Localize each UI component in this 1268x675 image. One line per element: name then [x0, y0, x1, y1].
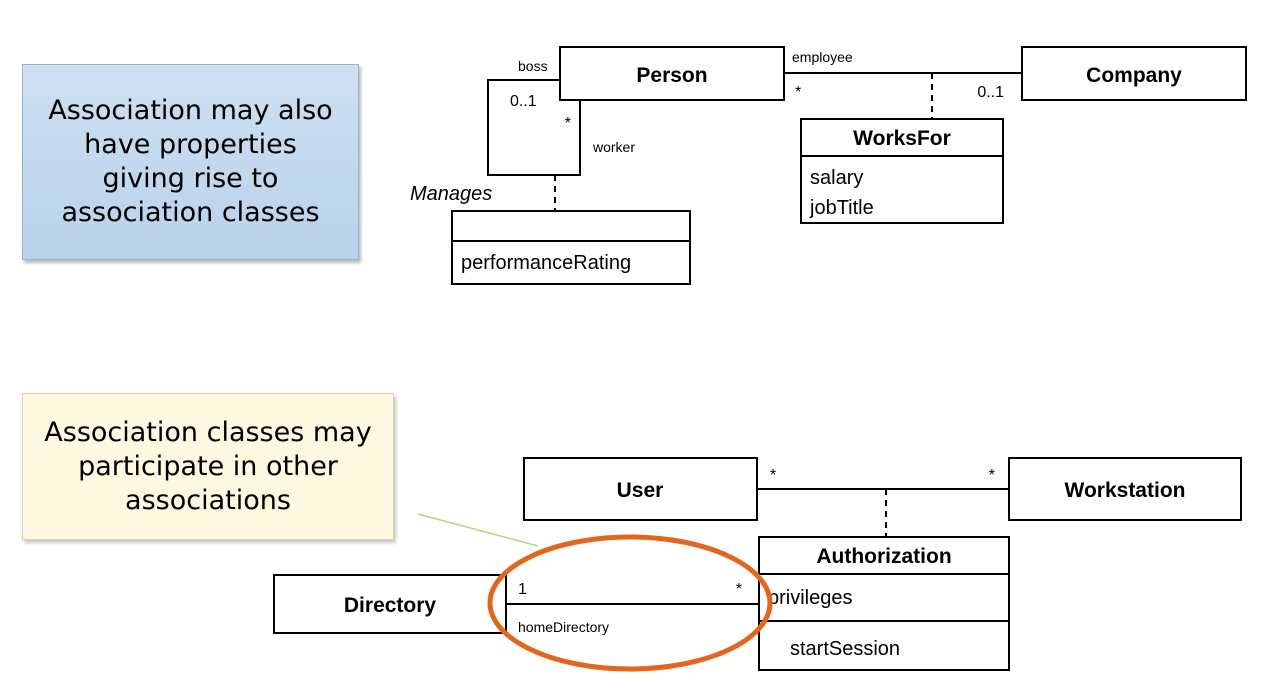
multiplicity-user: *: [770, 467, 776, 484]
class-box: [800, 118, 1004, 224]
class-name: Directory: [344, 594, 437, 617]
multiplicity-worker: *: [565, 115, 571, 132]
diagram-top: Person Company employee * 0..1 WorksFor …: [410, 46, 1247, 285]
class-person: Person: [559, 46, 785, 101]
multiplicity-workstation: *: [989, 467, 995, 484]
class-box: [559, 46, 785, 101]
multiplicity-employee: *: [795, 84, 801, 101]
reflexive-association-line: [487, 79, 581, 176]
role-boss: boss: [518, 58, 548, 74]
callout-line: giving rise to: [102, 163, 279, 194]
attribute: performanceRating: [461, 252, 631, 274]
class-box: [273, 574, 507, 634]
class-box: [1008, 457, 1242, 521]
class-name: User: [617, 479, 664, 502]
class-name: WorksFor: [853, 127, 951, 150]
class-box: [451, 210, 691, 285]
class-user: User: [523, 457, 758, 521]
callout-pointer-line: [417, 513, 539, 547]
highlight-ellipse: [487, 534, 773, 672]
role-worker: worker: [592, 139, 635, 155]
multiplicity-boss: 0..1: [510, 93, 537, 110]
class-name: Workstation: [1065, 479, 1186, 502]
association-name-manages: Manages: [410, 183, 492, 205]
attribute: jobTitle: [809, 197, 874, 219]
attribute: salary: [810, 167, 863, 189]
class-directory: Directory: [273, 574, 507, 634]
role-home-directory: homeDirectory: [518, 619, 609, 635]
class-workstation: Workstation: [1008, 457, 1242, 521]
class-box: [1021, 46, 1247, 101]
callout-line: associations: [125, 484, 291, 516]
class-box: [758, 536, 1010, 671]
callout-line: association classes: [61, 197, 320, 228]
class-name: Company: [1086, 64, 1182, 87]
class-authorization: Authorization privileges startSession: [758, 536, 1010, 671]
callout-line: participate in other: [78, 450, 338, 482]
callout-association-participation: Association classes may participate in o…: [22, 393, 394, 540]
class-box: [523, 457, 758, 521]
callout-line: Association may also: [48, 95, 333, 126]
diagram-bottom: User Workstation * * Authorization privi…: [273, 457, 1242, 672]
callout-association-properties: Association may also have properties giv…: [22, 64, 359, 260]
callout-line: Association classes may: [44, 416, 372, 448]
class-company: Company: [1021, 46, 1247, 101]
class-manages: performanceRating: [451, 210, 691, 285]
multiplicity-directory: 1: [518, 581, 527, 598]
role-employee: employee: [792, 49, 853, 65]
operation: startSession: [790, 638, 900, 660]
class-name: Person: [636, 64, 707, 87]
class-works-for: WorksFor salary jobTitle: [800, 118, 1004, 224]
multiplicity-company: 0..1: [977, 84, 1004, 101]
class-name: Authorization: [816, 545, 951, 568]
callout-line: have properties: [84, 129, 297, 160]
attribute: privileges: [768, 587, 852, 609]
multiplicity-authorization: *: [736, 581, 742, 598]
